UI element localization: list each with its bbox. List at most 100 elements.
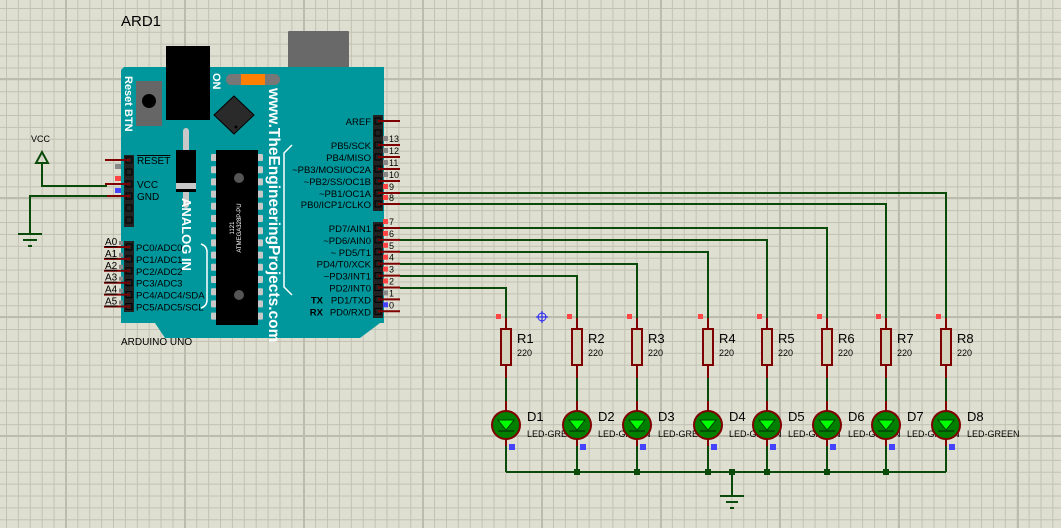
resistor-r4[interactable] [702,328,714,366]
header-socket [374,129,382,137]
vcc-net[interactable] [34,149,107,187]
pin-state-marker [383,136,388,141]
resistor-r6[interactable] [821,328,833,366]
pin-state-marker [627,314,632,319]
pin-state-marker [119,288,123,293]
digital-pin-number: 4 [389,253,394,263]
resistor-r8[interactable] [940,328,952,366]
power-jack [166,46,210,120]
wire[interactable] [400,239,768,318]
analog-pin-number: A3 [105,273,118,284]
resistor-r5[interactable] [761,328,773,366]
resistor-ref: R4 [719,331,736,346]
pin-state-marker [496,314,501,319]
vcc-label: VCC [31,134,51,144]
header-strip [124,155,134,227]
pin-state-marker [640,444,646,450]
ground-icon [720,495,744,509]
led-ref: D4 [729,409,746,424]
component-ref[interactable]: ARD1 [121,13,162,30]
resistor-value: 220 [719,348,734,358]
wire[interactable] [400,251,709,318]
led-ref: D3 [658,409,675,424]
led-type: LED-GREEN [598,429,651,439]
digital-pin-number: 12 [389,146,399,156]
digital-pin-label: AREF [346,117,372,128]
analog-pin-label: PC0/ADC0 [136,243,182,254]
diode-icon [627,419,647,431]
wire[interactable] [400,275,578,318]
pin-state-marker [383,290,388,296]
vcc-arrow-icon [34,149,50,164]
led-ref: D7 [907,409,924,424]
digital-pin-number: 6 [389,229,394,239]
component-type: ARDUINO UNO [121,337,193,348]
led-ref: D2 [598,409,615,424]
pin-state-marker [115,164,121,169]
digital-pin-label: PD7/AIN1 [329,224,371,235]
led-type: LED-GREEN [788,429,841,439]
led-ref: D6 [848,409,865,424]
crosshair-cursor-icon [536,311,548,323]
digital-bracket [283,144,293,296]
pin-state-marker [889,444,895,450]
reset-button[interactable] [142,94,156,108]
pin-state-marker [383,230,388,236]
analog-pin-number: A5 [105,297,118,308]
digital-pin-label: PB4/MISO [326,153,371,164]
diode-icon [567,419,587,431]
digital-pin-number: 8 [389,193,394,203]
wire[interactable] [400,287,507,318]
digital-pin-number: 1 [389,288,394,298]
diode-icon [936,419,956,431]
wire[interactable] [400,192,947,318]
analog-pin-label: PC2/ADC2 [136,267,182,278]
resistor-ref: R6 [838,331,855,346]
resistor-r2[interactable] [571,328,583,366]
led-type: LED-GREEN [658,429,711,439]
wire[interactable] [400,203,887,318]
pin-state-marker [580,444,586,450]
pin-state-marker [383,278,388,284]
resistor-r3[interactable] [631,328,643,366]
header-socket [125,204,133,212]
digital-pin-label: PD2/INT0 [329,284,371,295]
digital-pin-number: 10 [389,170,399,180]
chip-name: ATMEGA328P-PU [237,203,243,252]
pin-state-marker [830,444,836,450]
pin-state-marker [383,160,388,165]
header-strip [373,115,383,211]
led-circuit: R1220D1LED-GREENR2220D2LED-GREENR3220D3L… [400,192,1020,475]
resistor-r1[interactable] [500,328,512,366]
gnd-net[interactable] [18,195,107,247]
digital-pin-label: ~ PD5/T1 [331,248,371,259]
pin-state-marker [383,242,388,248]
analog-in-label: ANALOG IN [179,198,194,271]
diode-icon [876,419,896,431]
power-pin-label: RESET [137,156,170,167]
header-socket [125,216,133,224]
crystal-band [176,183,196,189]
analog-pin-number: A0 [105,237,118,248]
digital-pin-number: 3 [389,265,394,275]
serial-prefix-label: TX [311,295,324,306]
analog-pin-label: PC3/ADC3 [136,279,182,290]
pin-state-marker [949,444,955,450]
wire[interactable] [400,227,828,318]
pin-state-marker [383,302,388,308]
digital-pin-label: PD1/TXD [331,295,371,306]
resistor-r7[interactable] [880,328,892,366]
bottom-ground[interactable] [720,469,744,509]
digital-pin-number: 5 [389,241,394,251]
analog-bracket [200,243,208,309]
pin-state-marker [567,314,572,319]
pin-state-marker [383,172,388,177]
header-strip [373,222,383,318]
arduino-board[interactable]: 1121 ATMEGA328P-PU Reset BTN ON www.TheE… [104,31,400,342]
wire[interactable] [400,263,638,318]
